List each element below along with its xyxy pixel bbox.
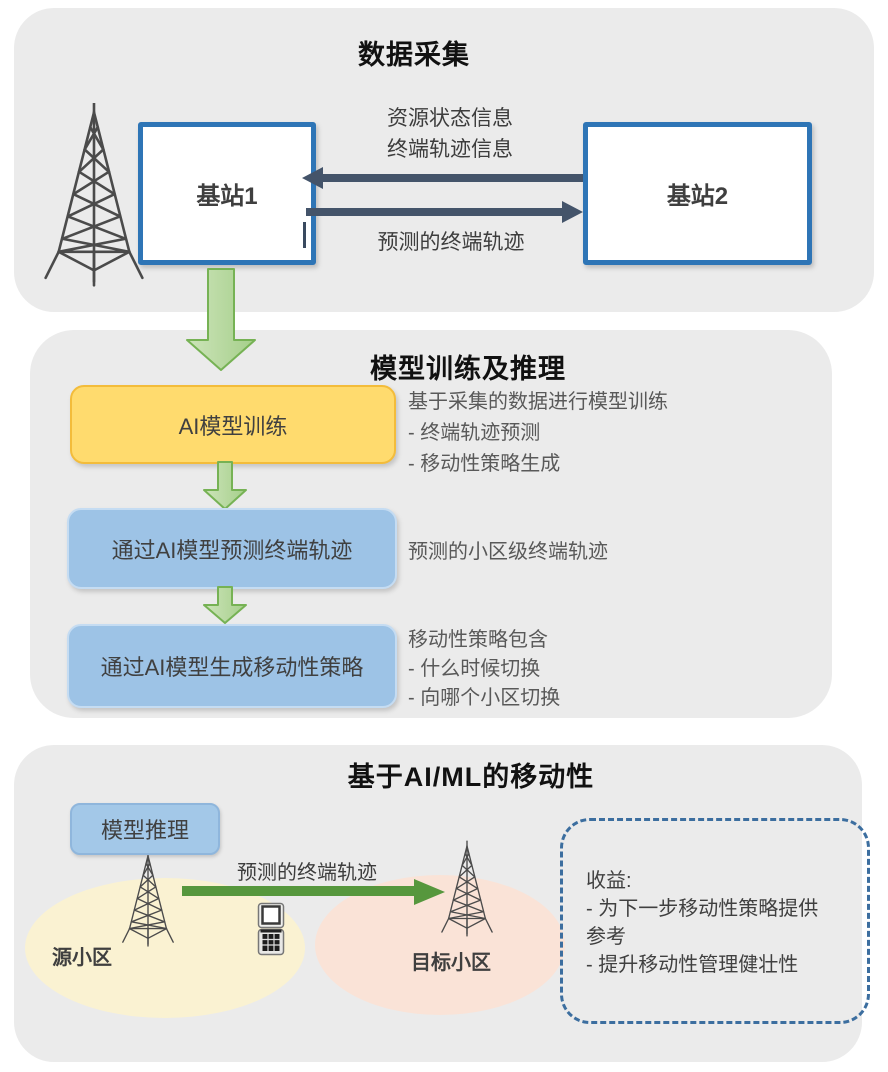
base-station-2-box: 基站2 [583,122,812,265]
target-cell-label: 目标小区 [411,952,491,974]
section-model-training: 模型训练及推理 AI模型训练 基于采集的数据进行模型训练 - 终端轨迹预测 - … [30,330,832,718]
step-ai-model-training: AI模型训练 [70,385,396,464]
target-tower-icon [441,840,493,937]
predicted-trajectory-label: 预测的终端轨迹 [377,231,525,254]
note-line: - 终端轨迹预测 [408,422,541,444]
training-note: 基于采集的数据进行模型训练 - 终端轨迹预测 - 移动性策略生成 [408,387,668,480]
benefits-text: 收益: - 为下一步移动性策略提供 参考 - 提升移动性管理健壮性 [586,867,818,979]
step-label: AI模型训练 [178,413,288,439]
base-station-1-box: 基站1 [138,122,316,265]
step-label: 通过AI模型预测终端轨迹 [111,537,353,563]
benefit-line: 收益: [586,870,632,892]
section-aiml-mobility: 基于AI/ML的移动性 预测的终端轨迹 模型推理 源小区 目标小区 收益: - … [14,745,870,1062]
source-tower-icon [122,851,174,947]
benefits-dashed-box [560,818,870,1024]
data-collection-title: 数据采集 [358,40,470,70]
step-label: 通过AI模型生成移动性策略 [100,655,364,680]
predicted-trajectory-arrow-label: 预测的终端轨迹 [237,862,377,884]
flow-down-arrow-1 [203,461,247,510]
note-line: - 什么时候切换 [408,658,541,680]
predict-note: 预测的小区级终端轨迹 [408,537,608,568]
benefit-line: 参考 [586,926,626,948]
flow-down-arrow-large [186,268,256,371]
exchange-arrow-label: 资源状态信息 终端轨迹信息 [310,103,590,165]
policy-note: 移动性策略包含 - 什么时候切换 - 向哪个小区切换 [408,626,560,713]
predicted-trajectory-arrow [182,879,445,905]
model-training-title: 模型训练及推理 [370,354,566,384]
base-station-2-label: 基站2 [666,183,729,210]
step-predict-trajectory: 通过AI模型预测终端轨迹 [67,508,397,589]
radio-tower-icon [44,103,144,287]
benefit-line: - 提升移动性管理健壮性 [586,954,799,976]
target-cell-ellipse [315,875,565,1015]
left-arrowhead [302,167,323,189]
step-generate-policy: 通过AI模型生成移动性策略 [67,624,397,708]
aiml-mobility-title: 基于AI/ML的移动性 [347,762,595,792]
base-station-1-label: 基站1 [196,183,258,210]
left-arrow-bar [322,174,583,182]
note-line: 移动性策略包含 [408,629,548,651]
note-line: 预测的小区级终端轨迹 [408,541,608,563]
exchange-label-line1: 资源状态信息 [387,107,513,130]
exchange-label-line2: 终端轨迹信息 [387,138,513,161]
model-inference-box: 模型推理 [70,803,220,855]
benefit-line: - 为下一步移动性策略提供 [586,898,819,920]
mobile-phone-icon [257,902,285,956]
right-arrowhead [562,201,583,223]
flow-down-arrow-2 [203,586,247,624]
note-line: - 向哪个小区切换 [408,687,561,709]
note-line: - 移动性策略生成 [408,453,561,475]
model-inference-label: 模型推理 [100,818,189,843]
right-arrow-bar [306,208,562,216]
source-cell-label: 源小区 [52,947,112,969]
section-data-collection: 数据采集 基站1 基站2 资源状态信息 终端轨迹信息 预测的终端轨迹 [14,8,874,312]
connector-tick [303,222,306,248]
note-line: 基于采集的数据进行模型训练 [408,391,668,413]
